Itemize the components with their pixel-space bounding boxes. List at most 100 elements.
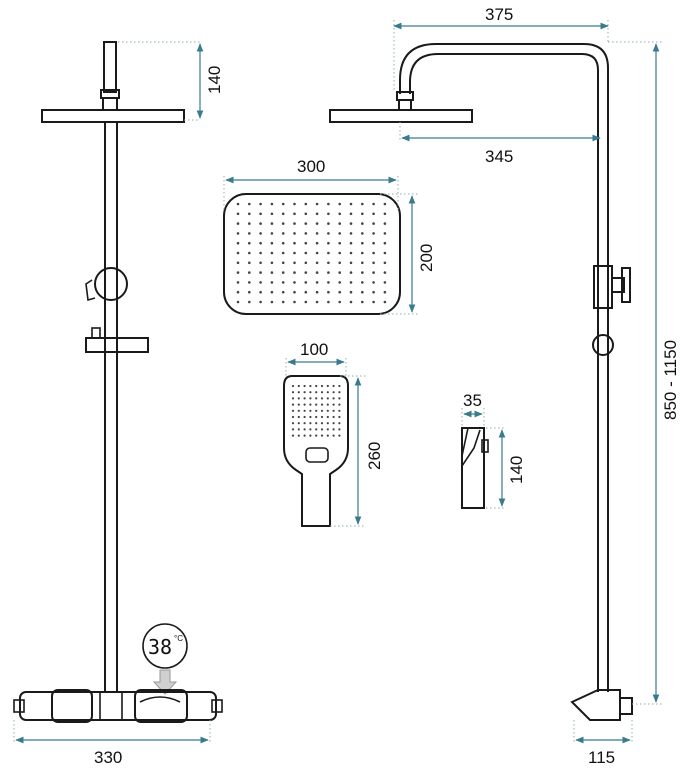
nozzle-dot: [293, 202, 296, 206]
nozzle-dot: [293, 300, 296, 304]
nozzle-dot: [349, 222, 353, 225]
nozzle-dot: [338, 403, 341, 406]
nozzle-dot: [309, 409, 312, 412]
nozzle-dot: [332, 403, 335, 406]
nozzle-dot: [338, 212, 342, 216]
nozzle-dot: [270, 290, 274, 294]
thermostat-bubble: [142, 623, 188, 669]
nozzle-dot: [320, 428, 324, 431]
nozzle-dot: [304, 232, 308, 235]
nozzle-dot: [315, 397, 318, 400]
nozzle-dot: [383, 202, 387, 206]
nozzle-dot: [383, 271, 387, 274]
nozzle-dot: [303, 422, 306, 425]
nozzle-dot: [361, 222, 364, 225]
nozzle-dot: [315, 290, 319, 294]
nozzle-dot: [236, 271, 240, 274]
nozzle-dot: [349, 281, 353, 284]
nozzle-dot: [291, 434, 295, 437]
nozzle-dot: [327, 202, 330, 206]
nozzle-dot: [326, 409, 329, 412]
dim-hand-length: 260: [365, 442, 384, 470]
nozzle-dot: [349, 271, 353, 274]
nozzle-dot: [327, 241, 330, 245]
front-mixer-end-right: [211, 699, 223, 713]
side-rain-head: [329, 109, 473, 123]
nozzle-dot: [270, 232, 274, 235]
nozzle-dot: [372, 251, 375, 255]
side-diverter-body: [593, 265, 613, 309]
nozzle-dot: [315, 391, 318, 394]
nozzle-dot: [248, 271, 251, 274]
hand-shower: [283, 375, 349, 527]
nozzle-dot: [291, 428, 295, 431]
nozzle-dot: [315, 261, 319, 265]
nozzle-dot: [270, 222, 274, 225]
nozzle-dot: [248, 261, 251, 265]
nozzle-dot: [320, 415, 324, 419]
nozzle-dot: [327, 261, 330, 265]
nozzle-dot: [270, 300, 274, 304]
nozzle-dot: [315, 300, 319, 304]
nozzle-dot: [332, 428, 335, 431]
nozzle-dot: [320, 391, 324, 394]
nozzle-dot: [236, 212, 240, 216]
front-top-pipe: [103, 41, 117, 93]
front-diverter-lever: [85, 279, 96, 302]
nozzle-dot: [315, 251, 319, 255]
nozzle-dot: [338, 415, 341, 419]
nozzle-dot: [349, 290, 353, 294]
nozzle-dot: [372, 271, 375, 274]
nozzle-dot: [349, 251, 353, 255]
nozzle-dot: [383, 251, 387, 255]
nozzle-dot: [291, 422, 295, 425]
nozzle-dot: [304, 251, 308, 255]
nozzle-dot: [361, 281, 364, 284]
hand-shower-nozzles: [291, 384, 341, 437]
nozzle-dot: [259, 202, 262, 206]
nozzle-dot: [297, 403, 300, 406]
nozzle-dot: [332, 397, 335, 400]
side-head-connector: [398, 99, 412, 111]
nozzle-dot: [281, 261, 285, 265]
nozzle-dot: [338, 281, 342, 284]
nozzle-dot: [349, 232, 353, 235]
nozzle-dot: [297, 434, 300, 437]
nozzle-dot: [270, 271, 274, 274]
nozzle-dot: [338, 251, 342, 255]
nozzle-dot: [259, 212, 262, 216]
nozzle-dot: [326, 391, 329, 394]
nozzle-dot: [259, 271, 262, 274]
nozzle-dot: [315, 409, 318, 412]
front-column: [104, 121, 118, 693]
nozzle-dot: [372, 241, 375, 245]
nozzle-dot: [309, 384, 312, 388]
nozzle-dot: [270, 202, 274, 206]
nozzle-dot: [315, 422, 318, 425]
holder-cradle: [461, 427, 481, 469]
nozzle-dot: [338, 300, 342, 304]
nozzle-dot: [236, 202, 240, 206]
nozzle-dot: [338, 391, 341, 394]
nozzle-dot: [248, 241, 251, 245]
nozzle-dot: [338, 428, 341, 431]
nozzle-dot: [293, 261, 296, 265]
nozzle-dot: [297, 397, 300, 400]
nozzle-dot: [248, 212, 251, 216]
nozzle-dot: [281, 281, 285, 284]
nozzle-dot: [383, 300, 387, 304]
nozzle-dot: [259, 281, 262, 284]
nozzle-dot: [303, 384, 306, 388]
nozzle-dot: [304, 261, 308, 265]
nozzle-dot: [259, 251, 262, 255]
nozzle-dot: [372, 290, 375, 294]
nozzle-dot: [327, 222, 330, 225]
nozzle-dot: [338, 384, 341, 388]
nozzle-dot: [361, 300, 364, 304]
nozzle-dot: [349, 300, 353, 304]
nozzle-dot: [309, 397, 312, 400]
nozzle-dot: [315, 222, 319, 225]
front-view: 38 °C: [13, 41, 223, 723]
thermostat-unit: °C: [174, 634, 183, 643]
nozzle-dot: [281, 251, 285, 255]
